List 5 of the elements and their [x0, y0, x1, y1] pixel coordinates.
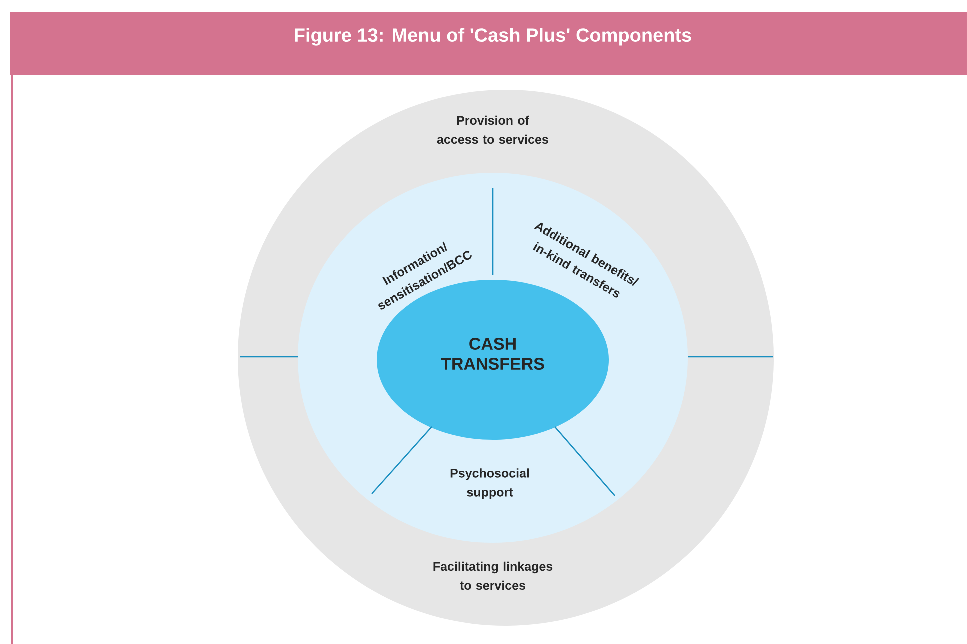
segment-label: Provision of access to services — [437, 116, 548, 144]
title-bar: Figure 13: Menu of 'Cash Plus' Components — [10, 12, 967, 75]
segment-label: CASH TRANSFERS — [441, 338, 544, 370]
segment-label: Psychosocial support — [450, 468, 530, 500]
segment-label: Facilitating linkages to services — [434, 562, 553, 590]
